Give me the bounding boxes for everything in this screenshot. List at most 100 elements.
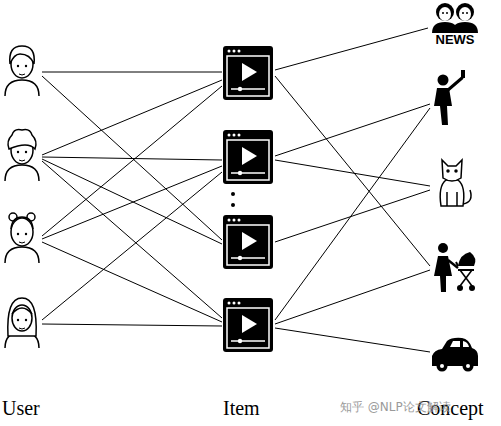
- link-line-part: [275, 190, 430, 242]
- user-icon-part: [17, 319, 19, 321]
- link-line-part: [275, 270, 430, 324]
- user-icon: [5, 130, 39, 181]
- video-icon-part: [227, 140, 269, 180]
- news-anchors-icon-part: [456, 3, 474, 21]
- video-icon-part: [223, 130, 273, 184]
- stroller-parent-icon-part: [460, 270, 472, 286]
- car-icon-part: [463, 361, 474, 372]
- user-icon-part: [25, 319, 27, 321]
- link-line-part: [42, 157, 222, 160]
- news-anchors-icon-part: [459, 7, 471, 21]
- video-icon-part: [228, 134, 231, 137]
- user-icon-part: [10, 46, 35, 64]
- selfie-person-icon-part: [448, 78, 462, 90]
- video-icon-part: [223, 215, 273, 269]
- user-icon-part: [25, 151, 27, 153]
- video-icon-part: [242, 63, 257, 81]
- car-icon-part: [440, 364, 444, 368]
- link-line-part: [42, 86, 222, 236]
- stroller-parent-icon: [434, 243, 475, 292]
- stroller-parent-icon-part: [460, 270, 472, 286]
- column-label: Item: [223, 397, 260, 419]
- video-icon-part: [233, 302, 236, 305]
- link-line-part: [42, 159, 222, 244]
- car-icon-part: [463, 341, 469, 347]
- car-icon-part: [450, 341, 460, 347]
- user-icon: [5, 46, 39, 96]
- user-icon-part: [19, 242, 25, 243]
- video-icon-part: [238, 219, 241, 222]
- link-line-part: [42, 242, 222, 322]
- video-icon: [223, 298, 273, 352]
- selfie-person-icon: [434, 70, 465, 125]
- video-icon: [223, 130, 273, 184]
- link-line-part: [275, 328, 430, 352]
- ellipsis-dots-part: [231, 203, 235, 207]
- video-icon-part: [227, 308, 269, 348]
- user-icon-part: [8, 298, 36, 336]
- user-icon-part: [11, 217, 33, 229]
- ellipsis-dots: [231, 192, 235, 207]
- video-icon-part: [228, 302, 231, 305]
- cat-icon-part: [447, 170, 449, 172]
- user-icon: [5, 298, 39, 348]
- user-icon-part: [17, 65, 19, 67]
- video-icon-part: [238, 171, 242, 175]
- video-icon-part: [233, 134, 236, 137]
- user-icon-part: [17, 233, 19, 235]
- user-icon-part: [5, 247, 39, 263]
- link-line-part: [42, 76, 222, 240]
- column-label: User: [2, 397, 40, 419]
- user-icon-part: [19, 160, 25, 161]
- link-line: [42, 72, 222, 326]
- user-icon: [5, 213, 39, 263]
- link-line-part: [275, 76, 430, 266]
- stroller-parent-icon-part: [438, 243, 448, 253]
- video-icon-part: [231, 172, 265, 174]
- concept-news-icon: NEWS: [426, 33, 484, 47]
- user-icon-part: [25, 233, 27, 235]
- link-line: [275, 28, 430, 352]
- video-icon-part: [242, 232, 257, 250]
- ellipsis-dots-part: [231, 192, 235, 196]
- user-icon-part: [9, 213, 17, 221]
- video-icon-part: [238, 134, 241, 137]
- video-icon-part: [238, 302, 241, 305]
- selfie-person-icon-part: [461, 70, 465, 78]
- watermark: 知乎 @NLP论文解读: [340, 400, 451, 414]
- link-line-part: [275, 108, 430, 320]
- selfie-person-icon-part: [438, 75, 449, 86]
- cat-icon-part: [446, 192, 448, 206]
- selfie-person-icon-part: [434, 88, 452, 125]
- news-anchors-icon: [432, 3, 478, 33]
- video-icon-part: [227, 56, 269, 96]
- video-icon-part: [223, 46, 273, 100]
- cat-icon-part: [463, 190, 471, 204]
- link-line-part: [42, 80, 222, 155]
- cat-icon-part: [442, 160, 462, 181]
- video-icon-part: [233, 50, 236, 53]
- video-icon: [223, 215, 273, 269]
- video-icon-part: [238, 50, 241, 53]
- news-anchors-icon-part: [442, 12, 444, 14]
- video-icon-part: [233, 219, 236, 222]
- link-line-part: [42, 172, 222, 320]
- video-icon: [223, 46, 273, 100]
- link-line-part: [42, 161, 222, 318]
- video-icon-part: [228, 50, 231, 53]
- news-anchors-icon-part: [436, 3, 454, 21]
- user-icon-part: [25, 65, 27, 67]
- user-icon-part: [5, 80, 39, 96]
- user-icon-part: [12, 308, 32, 314]
- video-icon-part: [238, 339, 242, 343]
- video-icon-part: [227, 225, 269, 265]
- user-icon-part: [8, 130, 36, 149]
- link-line-part: [42, 324, 222, 326]
- news-anchors-icon-part: [439, 7, 451, 21]
- video-icon-part: [242, 147, 257, 165]
- stroller-parent-icon-part: [456, 262, 458, 266]
- video-icon-part: [228, 219, 231, 222]
- video-icon-part: [231, 257, 265, 259]
